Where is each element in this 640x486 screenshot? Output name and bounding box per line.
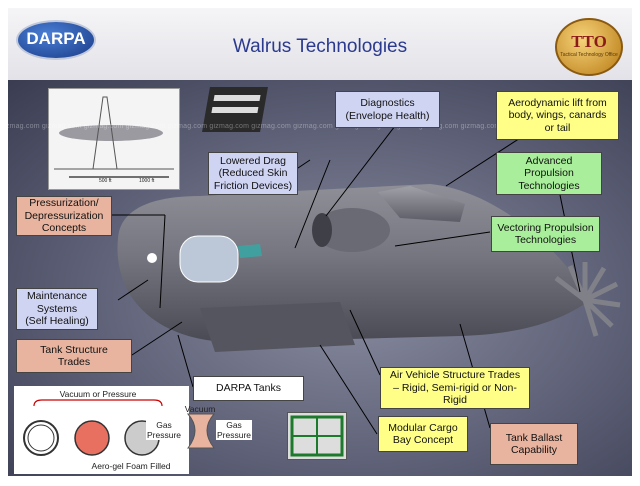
- callout-maintenance: Maintenance Systems (Self Healing): [16, 288, 98, 330]
- slide-title: Walrus Technologies: [232, 36, 408, 57]
- scale-comparison-photo: 500 ft 1000 ft: [48, 88, 180, 190]
- callout-vectoring-propulsion: Vectoring Propulsion Technologies: [491, 216, 600, 252]
- gas-pressure-right-label: Gas Pressure: [216, 420, 252, 440]
- vacuum-label: Vacuum: [184, 404, 216, 414]
- callout-darpa-tanks: DARPA Tanks: [193, 376, 304, 401]
- callout-advanced-propulsion: Advanced Propulsion Technologies: [496, 152, 602, 195]
- callout-modular-cargo: Modular Cargo Bay Concept: [378, 416, 468, 452]
- callout-tank-structure: Tank Structure Trades: [16, 339, 132, 373]
- callout-aerodynamic-lift: Aerodynamic lift from body, wings, canar…: [496, 91, 619, 140]
- cargo-bay-photo: [287, 412, 347, 460]
- cargo-bay-render: [290, 415, 344, 457]
- skin-friction-arrow: [238, 244, 262, 258]
- aerogel-label: Aero-gel Foam Filled: [91, 461, 171, 471]
- skin-friction-inset: [179, 235, 239, 283]
- eiffel-tower-vs-airship-image: [54, 96, 174, 178]
- callout-tank-ballast: Tank Ballast Capability: [490, 423, 578, 465]
- device-stripe: [211, 107, 259, 113]
- scale-label-left: 500 ft: [99, 178, 112, 184]
- gas-pressure-left-label: Gas Pressure: [146, 420, 182, 440]
- slide-header: Walrus Technologies: [8, 8, 632, 81]
- pressure-diagram: Vacuum Gas Pressure Gas Pressure: [146, 402, 252, 452]
- engine-pod: [314, 208, 390, 252]
- tto-logo: TTO Tactical Technology Office: [555, 18, 623, 76]
- airship-wing: [378, 186, 465, 222]
- cargo-bay-hull: [200, 302, 355, 352]
- pressure-shape: [186, 413, 216, 449]
- callout-diagnostics: Diagnostics (Envelope Health): [335, 91, 440, 128]
- device-stripe: [213, 95, 261, 101]
- tto-logo-subtitle: Tactical Technology Office: [560, 52, 618, 58]
- callout-pressurization: Pressurization/ Depressurization Concept…: [16, 196, 112, 236]
- engine-intake: [312, 213, 332, 247]
- burst-icon: [147, 253, 157, 263]
- watermark: gizmag.com gizmag.com gizmag.com gizmag.…: [0, 123, 543, 130]
- callout-lowered-drag: Lowered Drag (Reduced Skin Friction Devi…: [208, 152, 298, 195]
- vacuum-or-pressure-label: Vacuum or Pressure: [59, 389, 137, 399]
- scale-label-right: 1000 ft: [139, 178, 155, 184]
- tail-propeller: [554, 262, 621, 337]
- tto-logo-text: TTO: [571, 32, 607, 51]
- callout-air-vehicle-structure: Air Vehicle Structure Trades – Rigid, Se…: [380, 367, 530, 409]
- airship-hull: [117, 184, 591, 343]
- darpa-logo: DARPA: [16, 20, 96, 60]
